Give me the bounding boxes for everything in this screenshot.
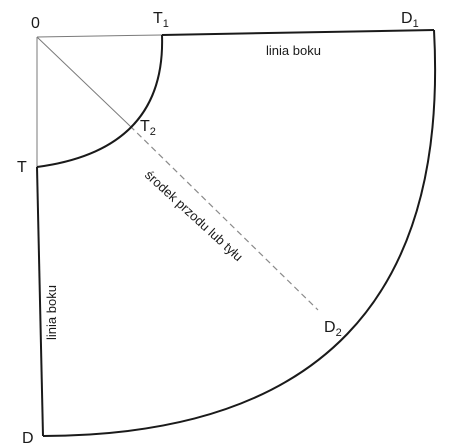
waist-arc — [36, 34, 164, 168]
hem-arc — [42, 29, 437, 437]
side-line-left-label: linia boku — [44, 285, 59, 340]
point-d2-label: D2 — [324, 319, 342, 339]
top-inner-line — [36, 34, 163, 38]
point-t-label: T — [17, 159, 27, 176]
point-t1-label: T1 — [153, 10, 169, 30]
center-line-dashed — [129, 125, 319, 311]
side-line-left — [36, 166, 44, 437]
point-origin-label: 0 — [31, 15, 40, 32]
point-d-label: D — [22, 430, 34, 445]
side-line-top — [161, 29, 435, 36]
center-line-solid — [36, 36, 131, 127]
center-line-label: środek przodu lub tyłu — [142, 167, 246, 264]
side-line-top-label: linia boku — [266, 43, 321, 58]
point-t2-label: T2 — [140, 118, 156, 138]
point-d1-label: D1 — [401, 10, 419, 30]
